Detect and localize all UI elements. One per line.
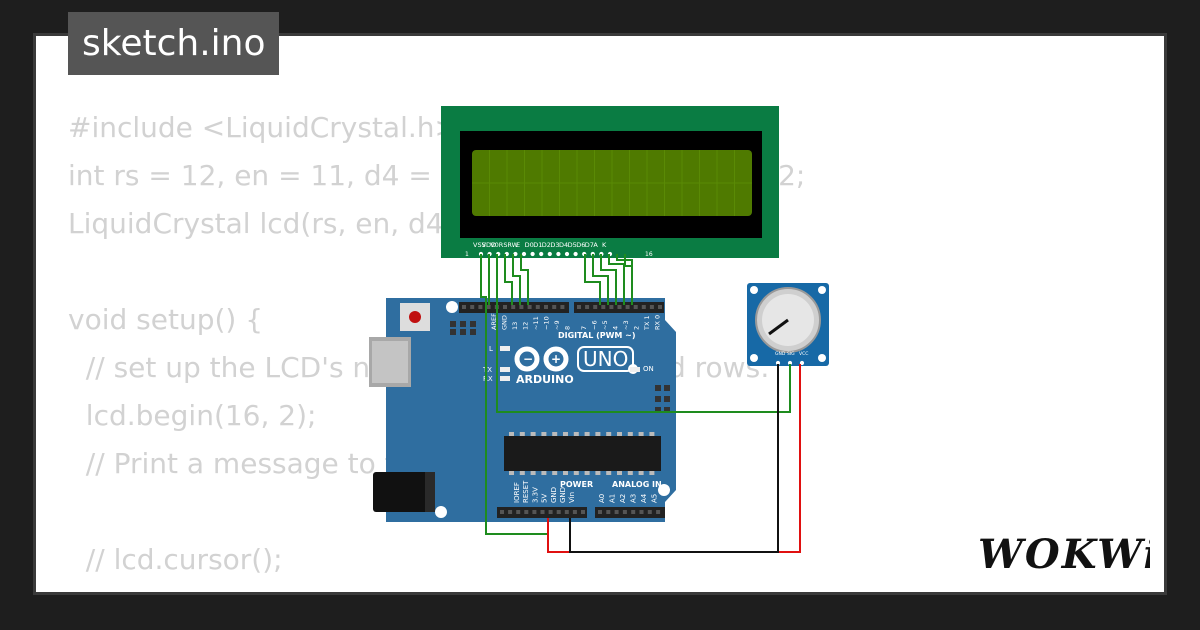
atmega-chip [504,436,661,471]
power-pin-label: IOREF [513,482,521,503]
pot-pin-label: SIG [787,351,795,357]
mount-hole [435,506,447,518]
digital-pin-label: 12 [522,322,530,330]
arduino-uno[interactable]: − + UNO ARDUINO DIGITAL (PWM ~) TX RX L … [369,298,676,522]
digital-pin-label: ~6 [591,320,599,330]
l-led-label: L [489,345,493,353]
lcd-pin-label: D0 [525,241,534,249]
lcd-pin-label: E [516,241,520,249]
tx-label: TX [482,366,492,374]
lcd-pin-label: D2 [542,241,551,249]
lcd-pin-label: D5 [568,241,577,249]
on-label: ON [643,365,654,373]
lcd-pin[interactable] [520,250,528,258]
analog-pin-label: A5 [651,494,659,503]
power-pin-label: Vin [568,492,576,503]
digital-label: DIGITAL (PWM ~) [558,331,636,340]
file-tab-title: sketch.ino [68,12,280,75]
analog-pin-label: A4 [640,493,648,503]
digital-pin-label: TX 1 [643,315,651,331]
brand-label: ARDUINO [516,373,574,386]
digital-pin-label: ~9 [553,320,561,330]
lcd-pin-label: D6 [576,241,585,249]
lcd-pin-label: D3 [550,241,559,249]
lcd-pin-label: D7 [585,241,594,249]
lcd-pin[interactable] [572,250,579,258]
analog-label: ANALOG IN [612,480,662,489]
code-line: lcd.begin(16, 2); [68,399,317,432]
svg-text:−: − [523,352,533,366]
analog-pin-label: A0 [598,494,606,503]
digital-pin-label: ~3 [622,320,630,330]
lcd-pin-label: A [593,241,598,249]
lcd-pin-label: V0 [490,241,499,249]
digital-pin-label: ~11 [532,316,540,330]
analog-pin-label: A2 [619,494,627,503]
code-line: // lcd.print("Hello"); [68,584,805,592]
mount-hole [446,301,458,313]
lcd-pin-label: K [602,241,607,249]
analog-header [595,507,665,518]
mount-hole [658,484,670,496]
analog-pin-label: A1 [609,494,617,503]
lcd-pin[interactable] [546,250,553,258]
code-line: // lcd.cursor(); [68,543,283,576]
digital-pin-label: GND [501,315,509,330]
code-line: #include <LiquidCrystal.h> [68,111,458,144]
lcd-pin[interactable] [538,250,545,258]
digital-pin-label: RX 0 [654,315,662,330]
lcd-pin-label: VDD [482,241,496,249]
power-pin-label: GND [559,487,567,503]
power-label: POWER [560,480,593,489]
power-pin-label: 5V [541,494,549,503]
lcd-pin[interactable] [529,250,536,258]
lcd-pin-label: D4 [559,241,568,249]
analog-pin-label: A3 [630,494,638,503]
power-pin-label: GND [550,487,558,503]
digital-pin-label: 7 [580,326,588,330]
digital-pin-label: 8 [564,326,572,330]
lcd-pin-first: 1 [465,251,469,258]
code-line: void setup() { [68,303,264,336]
model-label: UNO [583,347,628,371]
lcd-pin[interactable] [563,250,571,258]
digital-pin-label: 13 [511,322,519,330]
digital-pin-label: 2 [633,326,641,330]
lcd-pin-label: VSS [473,241,486,249]
power-pin-label: 3.3V [531,487,539,503]
lcd-pin-last: 16 [645,251,653,258]
lcd-pin[interactable] [555,250,562,258]
pot-indicator [768,318,789,336]
lcd-pin-label: RS [499,241,508,249]
wokwi-logo: WOKWi [978,531,1150,578]
digital-pin-label: ~5 [601,320,609,330]
pot-pin-label: GND [775,351,786,357]
rx-label: RX [483,375,493,383]
lcd-pin-label: RW [507,241,518,249]
power-jack [373,472,433,512]
digital-pin-label: ~10 [543,316,551,330]
svg-text:WOKWi: WOKWi [978,531,1150,578]
digital-pin-label: 4 [612,326,620,330]
lcd-pin-label: D1 [533,241,542,249]
power-pin-label: RESET [522,480,530,503]
arduino-logo [514,346,569,372]
wires [480,254,801,553]
digital-pin-label: AREF [490,313,498,330]
svg-text:+: + [551,352,561,366]
pot-pin-label: VCC [799,351,808,357]
